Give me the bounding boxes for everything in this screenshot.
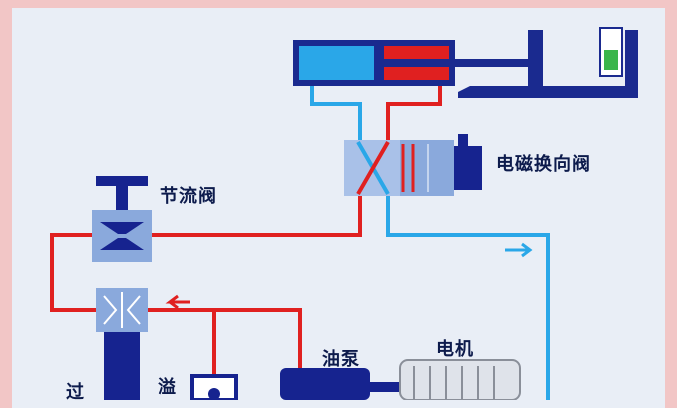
- relief-valve-symbol: [103, 295, 141, 325]
- relief-valve-block: [96, 288, 148, 400]
- label-relief-valve: 溢: [158, 377, 177, 398]
- cylinder-line-blue: [310, 86, 362, 140]
- oil-pump: [280, 368, 370, 400]
- throttle-valve: [92, 176, 152, 262]
- motor-housing: [399, 359, 521, 400]
- pump-shaft: [370, 382, 400, 392]
- pressure-flow-arrow: [165, 294, 190, 310]
- return-line: [386, 196, 550, 400]
- label-filter: 过: [66, 382, 85, 403]
- relief-valve-ball: [208, 388, 220, 400]
- cylinder-chamber-left: [299, 46, 374, 80]
- label-oil-pump: 油泵: [322, 349, 360, 370]
- label-solenoid-valve: 电磁换向阀: [496, 154, 591, 175]
- piston-rod: [384, 59, 529, 67]
- throttle-stem: [116, 186, 128, 210]
- solenoid-valve: [344, 134, 482, 196]
- cylinder-line-red: [386, 86, 442, 140]
- throttle-body: [92, 210, 152, 262]
- limit-switch-indicator: [604, 50, 618, 70]
- return-flow-arrow: [505, 242, 533, 258]
- electric-motor: [399, 359, 521, 400]
- throttle-cone-bottom: [100, 238, 144, 250]
- throttle-cone-top: [100, 222, 144, 234]
- throttle-handle-top: [96, 176, 148, 186]
- cylinder-piston: [374, 44, 384, 82]
- load-bracket: [458, 30, 638, 98]
- rod-end-plate: [528, 30, 543, 90]
- pump-pressure-line: [148, 308, 302, 370]
- pressure-line-throttle: [50, 196, 362, 312]
- label-throttle-valve: 节流阀: [160, 186, 217, 207]
- hydraulic-cylinder: [293, 30, 543, 90]
- valve-cross-red: [356, 141, 390, 195]
- label-motor: 电机: [436, 339, 474, 360]
- solenoid-cap: [458, 134, 468, 146]
- filter-body: [104, 332, 140, 400]
- solenoid-coil: [454, 146, 482, 190]
